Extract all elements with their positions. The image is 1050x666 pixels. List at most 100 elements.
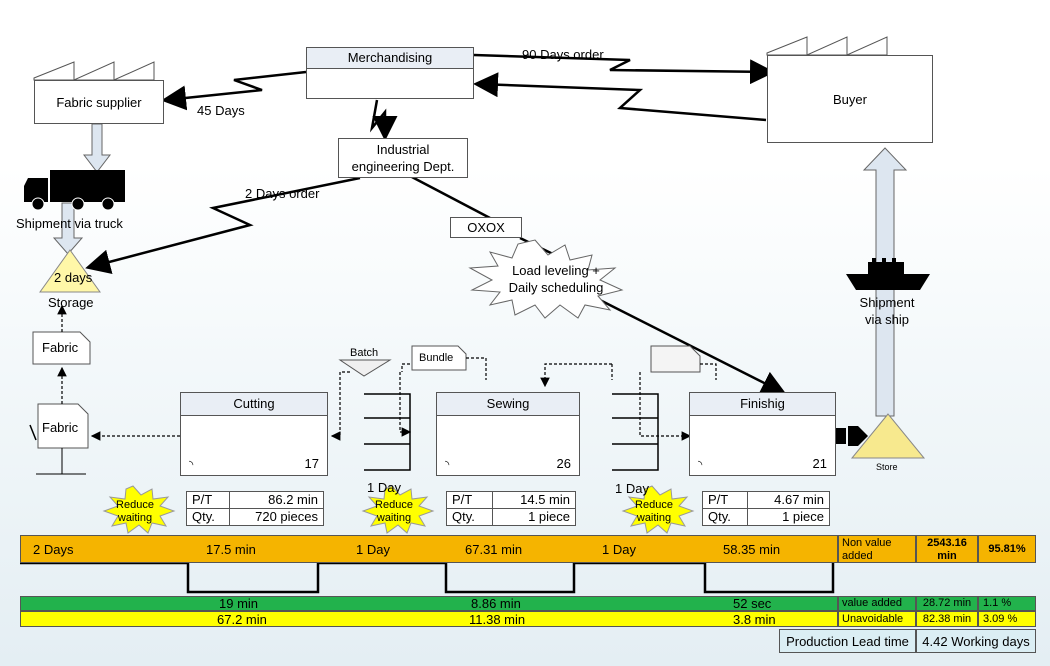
qty-value: 1 piece — [747, 508, 830, 526]
pt-value: 14.5 min — [492, 491, 576, 509]
va-cell: 8.86 min — [471, 596, 521, 611]
ship-label-line1: Shipment — [859, 295, 915, 310]
lead-time-value-box: 4.42 Working days — [916, 629, 1036, 653]
push-arrow-icon — [836, 426, 868, 446]
va-total-value: 28.72 min — [922, 597, 972, 609]
pt-label: P/T — [701, 491, 749, 509]
nva-total: 2543.16 min — [916, 535, 978, 563]
unavoidable-total: 82.38 min — [916, 611, 978, 627]
ship-icon — [846, 258, 930, 290]
va-cell: 52 sec — [733, 596, 772, 611]
merchandising-box: Merchandising — [306, 47, 474, 99]
fabric-supplier-label: Fabric supplier — [56, 94, 142, 110]
nva-cell: 1 Day — [602, 541, 636, 557]
unavoidable-cell: 67.2 min — [217, 611, 267, 627]
unavoidable-label: Unavoidable — [842, 613, 904, 625]
oxox-box: OXOX — [450, 217, 522, 238]
fabric-kanban-label: Fabric — [42, 420, 79, 435]
va-pct: 1.1 % — [978, 596, 1036, 611]
batch-triangle — [338, 359, 392, 377]
unavoidable-cell: 11.38 min — [469, 611, 526, 627]
bundle-card — [411, 345, 467, 371]
truck-label: Shipment via truck — [16, 216, 123, 231]
factory-icon — [33, 61, 155, 81]
electronic-info-arrow-icon — [161, 70, 307, 111]
process-box-sewing: Sewing ◝ 26 — [436, 392, 580, 476]
electronic-info-arrow-icon — [473, 53, 775, 85]
unavoidable-pct: 3.09 % — [978, 611, 1036, 627]
kaizen-line2: Daily scheduling — [508, 280, 604, 295]
kaizen-line1: Load leveling + — [512, 263, 600, 278]
nva-cell: 58.35 min — [723, 541, 781, 557]
operator-icon: ◝ — [698, 459, 703, 471]
operator-icon: ◝ — [189, 459, 194, 471]
kaizen-text: Load leveling + Daily scheduling — [496, 262, 616, 296]
operator-icon: ◝ — [445, 459, 450, 471]
process-box-cutting: Cutting ◝ 17 — [180, 392, 328, 476]
va-pct-value: 1.1 % — [983, 597, 1012, 609]
burst-label: Reduce waiting — [375, 499, 413, 524]
fabric-supplier-box: Fabric supplier — [34, 80, 164, 124]
operator-count: 17 — [304, 456, 319, 471]
process-name: Sewing — [437, 393, 579, 416]
qty-label: Qty. — [185, 508, 231, 526]
kaizen-burst — [468, 239, 624, 319]
unavoidable-summary-label: Unavoidable — [838, 611, 916, 627]
lead-time-label-box: Production Lead time — [779, 629, 916, 653]
storage-value: 2 days — [54, 270, 93, 285]
storage-label: Storage — [48, 295, 94, 310]
ship-label: Shipment via ship — [852, 294, 922, 328]
store-label: Store — [876, 462, 898, 472]
pt-value: 86.2 min — [229, 491, 324, 509]
inventory-label: 1 Day — [367, 480, 401, 495]
electronic-info-arrow-icon — [85, 176, 361, 275]
timeline-step — [20, 561, 835, 594]
buyer-box: Buyer — [767, 55, 933, 143]
shipment-arrow — [82, 123, 112, 173]
order-2-label: 2 Days order — [245, 186, 320, 201]
nva-strip: 2 Days 17.5 min 1 Day 67.31 min 1 Day 58… — [20, 535, 838, 563]
nva-cell: 17.5 min — [206, 541, 256, 557]
pt-label: P/T — [185, 491, 231, 509]
electronic-info-arrow-icon — [369, 99, 398, 141]
lead-time-label: Production Lead time — [786, 633, 909, 649]
nva-cell: 2 Days — [33, 541, 74, 557]
ship-label-line2: via ship — [864, 312, 910, 327]
operator-count: 26 — [556, 456, 571, 471]
burst-label: Reduce waiting — [116, 499, 154, 524]
supermarket-rack — [364, 393, 411, 471]
truck-icon — [24, 170, 125, 211]
bundle-label: Bundle — [419, 352, 454, 364]
lead-time-value: 4.42 Working days — [922, 633, 1030, 649]
process-name: Cutting — [181, 393, 327, 416]
fabric-doc — [32, 331, 91, 365]
ie-dept-line2: engineering Dept. — [351, 159, 455, 174]
pt-value: 4.67 min — [747, 491, 830, 509]
inventory-label: 1 Day — [615, 481, 649, 496]
unavoidable-cell: 3.8 min — [733, 611, 776, 627]
nva-cell: 1 Day — [356, 541, 390, 557]
qty-label: Qty. — [445, 508, 494, 526]
nva-summary-label: Non value added — [838, 535, 916, 563]
ie-dept-line1: Industrial — [376, 142, 430, 157]
nva-total-value: 2543.16 min — [927, 537, 967, 562]
qty-label: Qty. — [701, 508, 749, 526]
qty-value: 1 piece — [492, 508, 576, 526]
va-strip: 19 min 8.86 min 52 sec — [20, 596, 838, 611]
va-total: 28.72 min — [916, 596, 978, 611]
ie-dept-box: Industrial engineering Dept. — [338, 138, 468, 178]
factory-icon — [766, 36, 888, 56]
va-label: value added — [842, 597, 902, 609]
buyer-label: Buyer — [833, 91, 867, 107]
reduce-waiting-burst — [102, 485, 695, 534]
oxox-label: OXOX — [467, 220, 505, 235]
fabric-kanban — [37, 403, 89, 449]
operator-count: 21 — [812, 456, 827, 471]
storage-triangle — [39, 249, 101, 293]
va-cell: 19 min — [219, 596, 259, 611]
process-box-finishing: Finishig ◝ 21 — [689, 392, 836, 476]
merchandising-label: Merchandising — [307, 48, 473, 69]
burst-label: Reduce waiting — [635, 499, 673, 524]
